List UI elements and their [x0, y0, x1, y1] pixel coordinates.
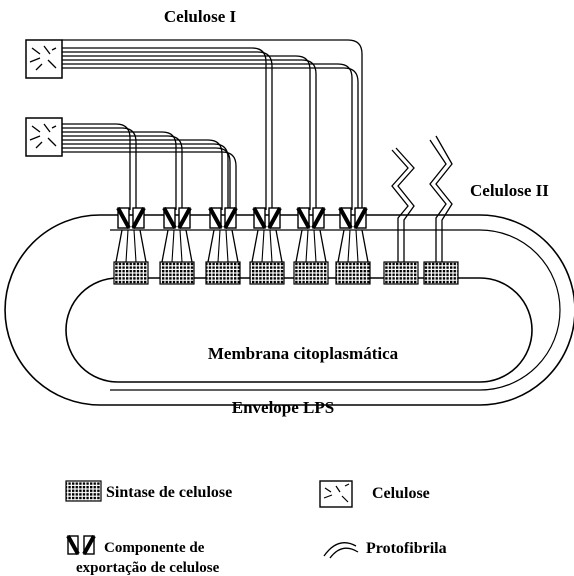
legend-synthase-label: Sintase de celulose: [106, 484, 232, 501]
fiber-top-1-b: [62, 60, 316, 210]
celulose-ii-protofibrils: [392, 136, 452, 262]
label-envelope: Envelope LPS: [232, 398, 335, 417]
synthase-4: [250, 262, 284, 284]
complex-2: [160, 208, 194, 284]
fiber-bottom-0: [62, 124, 130, 210]
synthase-ii-2: [424, 262, 458, 284]
legend-export-label-1: Componente de: [104, 540, 205, 556]
complex-5: [294, 208, 328, 284]
legend-cellulose-icon: [320, 481, 352, 507]
fiber-top-2: [62, 64, 352, 210]
fiber-top-0-b: [62, 52, 272, 210]
cellulose-complexes: [114, 208, 458, 284]
legend-export-icon: [68, 536, 94, 554]
legend-synthase-icon: [66, 481, 101, 501]
synthase-ii-1: [384, 262, 418, 284]
legend-protofibril-icon: [324, 543, 358, 558]
label-membrana: Membrana citoplasmática: [208, 344, 399, 363]
legend: Sintase de celulose Celulose Componente …: [66, 481, 447, 576]
complex-6: [336, 208, 370, 284]
fiber-bottom-3-b: [62, 152, 236, 210]
complex-3: [206, 208, 240, 284]
fiber-bottom-2: [62, 140, 222, 210]
envelope-lps-outline: [5, 215, 574, 405]
synthase-5: [294, 262, 328, 284]
fiber-top-1: [62, 56, 310, 210]
cellulose-block-bottom: [26, 118, 62, 156]
label-celulose-i: Celulose I: [164, 7, 237, 26]
fiber-bottom-1-b: [62, 136, 182, 210]
label-celulose-ii: Celulose II: [470, 181, 549, 200]
cellulose-i-fibers: [62, 40, 362, 210]
fiber-bottom-2-b: [62, 144, 228, 210]
cellulose-block-top: [26, 40, 62, 78]
legend-export-label-2: exportação de celulose: [76, 560, 220, 576]
synthase-1: [114, 262, 148, 284]
legend-cellulose-label: Celulose: [372, 485, 430, 502]
cytoplasmic-membrane-outline: [66, 278, 532, 382]
fiber-top-outer: [62, 40, 362, 210]
synthase-6: [336, 262, 370, 284]
synthase-2: [160, 262, 194, 284]
fiber-top-2-b: [62, 68, 358, 210]
complex-4: [250, 208, 284, 284]
complex-1: [114, 208, 148, 284]
legend-protofibril-label: Protofibrila: [366, 540, 447, 557]
synthase-3: [206, 262, 240, 284]
fiber-bottom-3: [62, 148, 230, 210]
periplasm-line: [110, 230, 560, 390]
